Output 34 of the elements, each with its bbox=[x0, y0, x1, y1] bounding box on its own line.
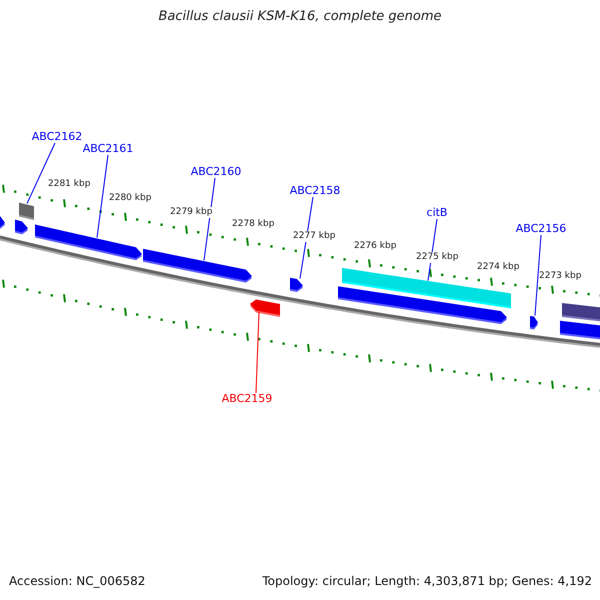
scale-label: 2274 kbp bbox=[477, 262, 520, 273]
gene-bar bbox=[290, 278, 303, 292]
gene-label: ABC2160 bbox=[190, 165, 242, 178]
gene-block bbox=[562, 302, 600, 322]
gene-bar bbox=[530, 316, 538, 330]
leader-line bbox=[534, 234, 542, 316]
scale-label: 2273 kbp bbox=[539, 271, 582, 282]
scale-label: 2277 kbp bbox=[293, 231, 336, 242]
leader-line bbox=[256, 312, 260, 394]
gene-label: citB bbox=[426, 206, 448, 219]
gene-bar bbox=[15, 220, 28, 234]
leader-line bbox=[96, 154, 108, 238]
scale-label: 2278 kbp bbox=[232, 219, 274, 230]
gene-label: ABC2159 bbox=[222, 392, 272, 405]
gene-block bbox=[19, 202, 34, 220]
gene-label: ABC2156 bbox=[516, 222, 566, 235]
scale-label: 2281 kbp bbox=[48, 179, 90, 190]
gene-bar bbox=[35, 224, 142, 260]
gene-bar bbox=[250, 300, 280, 317]
scale-label: 2279 kbp bbox=[170, 207, 212, 218]
gene-bar bbox=[0, 214, 5, 229]
gene-label: ABC2162 bbox=[32, 130, 82, 143]
title: Bacillus clausii KSM-K16, complete genome bbox=[157, 9, 443, 24]
scale-label: 2276 kbp bbox=[354, 241, 396, 252]
gene-bar bbox=[143, 248, 252, 283]
gene-bar bbox=[560, 320, 600, 340]
leader-line bbox=[26, 142, 56, 204]
gene-label: ABC2158 bbox=[290, 184, 340, 197]
footer-text: Accession: NC_006582 bbox=[9, 574, 146, 588]
footer-text: Topology: circular; Length: 4,303,871 bp; Genes: 4,192 bbox=[262, 574, 592, 588]
scale-label: 2275 kbp bbox=[416, 252, 458, 263]
scale-label: 2280 kbp bbox=[109, 193, 152, 204]
leader-line bbox=[300, 196, 314, 280]
gene-label: ABC2161 bbox=[82, 142, 134, 155]
